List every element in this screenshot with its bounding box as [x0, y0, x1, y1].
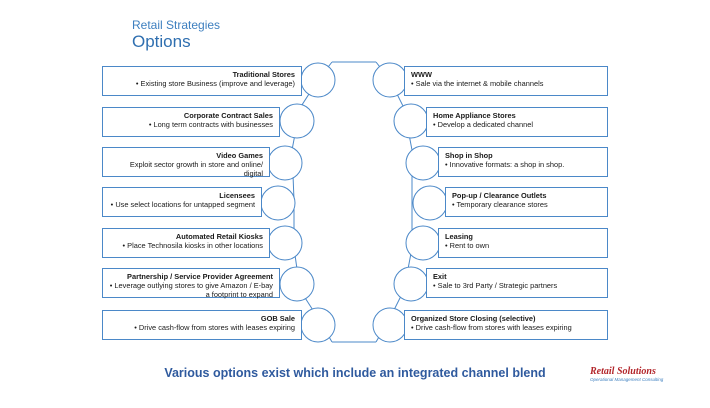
option-text: • Place Technosila kiosks in other locat… — [122, 241, 263, 250]
right-node-4 — [412, 185, 448, 221]
option-text: • Innovative formats: a shop in shop. — [445, 160, 565, 169]
option-box-organized-store-closing: Organized Store Closing (selective) • Dr… — [404, 310, 608, 340]
option-title: Traditional Stores — [232, 70, 295, 79]
right-node-6 — [393, 266, 429, 302]
option-box-licensees: Licensees • Use select locations for unt… — [102, 187, 262, 217]
option-box-pop-up-clearance: Pop-up / Clearance Outlets • Temporary c… — [445, 187, 608, 217]
option-title: Corporate Contract Sales — [183, 111, 273, 120]
option-text: • Temporary clearance stores — [452, 200, 548, 209]
right-node-5 — [405, 225, 441, 261]
slide-kicker: Retail Strategies — [132, 18, 221, 32]
option-text: • Sale via the internet & mobile channel… — [411, 79, 544, 88]
right-node-3 — [405, 145, 441, 181]
option-title: Home Appliance Stores — [433, 111, 516, 120]
option-box-partnership: Partnership / Service Provider Agreement… — [102, 268, 280, 299]
option-text: • Drive cash-flow from stores with lease… — [134, 323, 295, 332]
option-title: Licensees — [219, 191, 255, 200]
option-title: Leasing — [445, 232, 473, 241]
option-text: • Long term contracts with businesses — [148, 120, 273, 129]
option-box-home-appliance-stores: Home Appliance Stores • Develop a dedica… — [426, 107, 608, 137]
option-title: Pop-up / Clearance Outlets — [452, 191, 547, 200]
right-node-1 — [372, 62, 408, 98]
option-title: Video Games — [216, 151, 263, 160]
option-box-gob-sale: GOB Sale • Drive cash-flow from stores w… — [102, 310, 302, 340]
option-title: Exit — [433, 272, 447, 281]
slide-title: Options — [132, 32, 191, 51]
left-node-5 — [267, 225, 303, 261]
left-node-3 — [267, 145, 303, 181]
left-node-6 — [279, 266, 315, 302]
option-title: Organized Store Closing (selective) — [411, 314, 536, 323]
option-box-exit: Exit • Sale to 3rd Party / Strategic par… — [426, 268, 608, 298]
option-box-leasing: Leasing • Rent to own — [438, 228, 608, 258]
right-node-2 — [393, 103, 429, 139]
option-text: Exploit sector growth in store and onlin… — [129, 160, 263, 178]
option-box-shop-in-shop: Shop in Shop • Innovative formats: a sho… — [438, 147, 608, 177]
header: Retail Strategies Options — [132, 18, 220, 52]
option-text: • Develop a dedicated channel — [433, 120, 533, 129]
option-box-corporate-contract-sales: Corporate Contract Sales • Long term con… — [102, 107, 280, 137]
option-box-video-games: Video Games Exploit sector growth in sto… — [102, 147, 270, 178]
company-logo: Retail Solutions Operational Management … — [590, 366, 663, 382]
footer-caption: Various options exist which include an i… — [164, 366, 546, 380]
right-node-7 — [372, 307, 408, 343]
option-text: • Use select locations for untapped segm… — [110, 200, 255, 209]
exit-text: Sale to 3rd Party / Strategic partners — [437, 281, 558, 290]
option-text: • Rent to own — [445, 241, 490, 250]
option-box-www: WWW • Sale via the internet & mobile cha… — [404, 66, 608, 96]
option-text: • Existing store Business (improve and l… — [135, 79, 295, 88]
option-box-traditional-stores: Traditional Stores • Existing store Busi… — [102, 66, 302, 96]
option-text: • Drive cash-flow from stores with lease… — [411, 323, 572, 332]
option-text: • Leverage outlying stores to give Amazo… — [109, 281, 273, 299]
option-title: GOB Sale — [260, 314, 295, 323]
left-node-1 — [300, 62, 336, 98]
option-title: WWW — [411, 70, 432, 79]
left-node-4 — [260, 185, 296, 221]
logo-tagline: Operational Management Consulting — [590, 377, 664, 382]
option-title: Automated Retail Kiosks — [175, 232, 263, 241]
option-text: • Sale to 3rd Party / Strategic partners — [433, 281, 558, 290]
logo-name: Retail Solutions — [590, 366, 656, 377]
option-box-automated-retail-kiosks: Automated Retail Kiosks • Place Technosi… — [102, 228, 270, 258]
left-node-7 — [300, 307, 336, 343]
option-title: Partnership / Service Provider Agreement — [127, 272, 273, 281]
option-title: Shop in Shop — [445, 151, 493, 160]
left-node-2 — [279, 103, 315, 139]
